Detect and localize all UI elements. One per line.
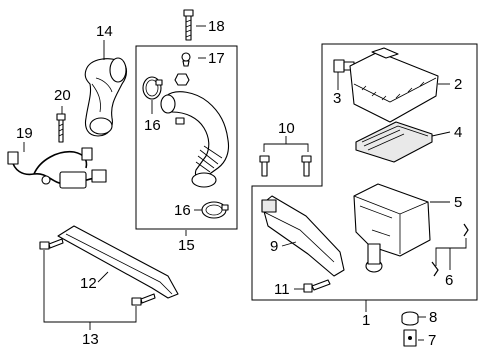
- part-8-grommet: [401, 311, 419, 326]
- callout-10: 10: [278, 120, 295, 137]
- callout-6: 6: [445, 272, 453, 289]
- group-box-1: [251, 43, 478, 301]
- part-12-deflector: [57, 225, 179, 299]
- callout-19: 19: [16, 125, 33, 142]
- part-2-cover: [349, 47, 439, 123]
- part-17-clip: [181, 52, 191, 67]
- part-10-bolts: [259, 155, 312, 177]
- group-box-15: [135, 45, 238, 230]
- part-18-bolt: [183, 9, 194, 41]
- callout-13: 13: [82, 331, 99, 348]
- part-9-inlet-duct: [261, 195, 345, 277]
- callout-18: 18: [208, 18, 225, 35]
- callout-9: 9: [270, 238, 278, 255]
- callout-20: 20: [54, 87, 71, 104]
- callout-4: 4: [454, 124, 462, 141]
- callout-2: 2: [454, 76, 462, 93]
- part-5-lower-housing: [353, 183, 431, 273]
- part-20-bolt: [56, 113, 66, 143]
- callout-12: 12: [80, 275, 97, 292]
- callout-8: 8: [429, 309, 437, 326]
- part-7-bracket: [403, 329, 417, 347]
- part-16-lower-clamp: [201, 201, 229, 219]
- part-11-bolt: [303, 279, 331, 293]
- part-15-outlet-tube: [160, 91, 230, 188]
- part-19-wiring-harness: [7, 147, 107, 189]
- callout-15: 15: [178, 237, 195, 254]
- callout-17: 17: [208, 50, 225, 67]
- part-13-bolts: [39, 238, 156, 306]
- callout-3: 3: [333, 90, 341, 107]
- callout-7: 7: [428, 332, 436, 349]
- callout-16-upper: 16: [144, 117, 161, 134]
- callout-14: 14: [96, 23, 113, 40]
- part-6-clips: [431, 223, 469, 277]
- part-16-upper-clamp: [142, 76, 163, 100]
- callout-5: 5: [454, 194, 462, 211]
- callout-1: 1: [362, 312, 370, 329]
- callout-11: 11: [274, 281, 290, 298]
- part-15-nut: [174, 73, 190, 86]
- leader-lines: [23, 25, 467, 341]
- part-14-intake-duct: [84, 57, 128, 137]
- callout-16-lower: 16: [174, 202, 191, 219]
- part-4-filter: [355, 121, 433, 163]
